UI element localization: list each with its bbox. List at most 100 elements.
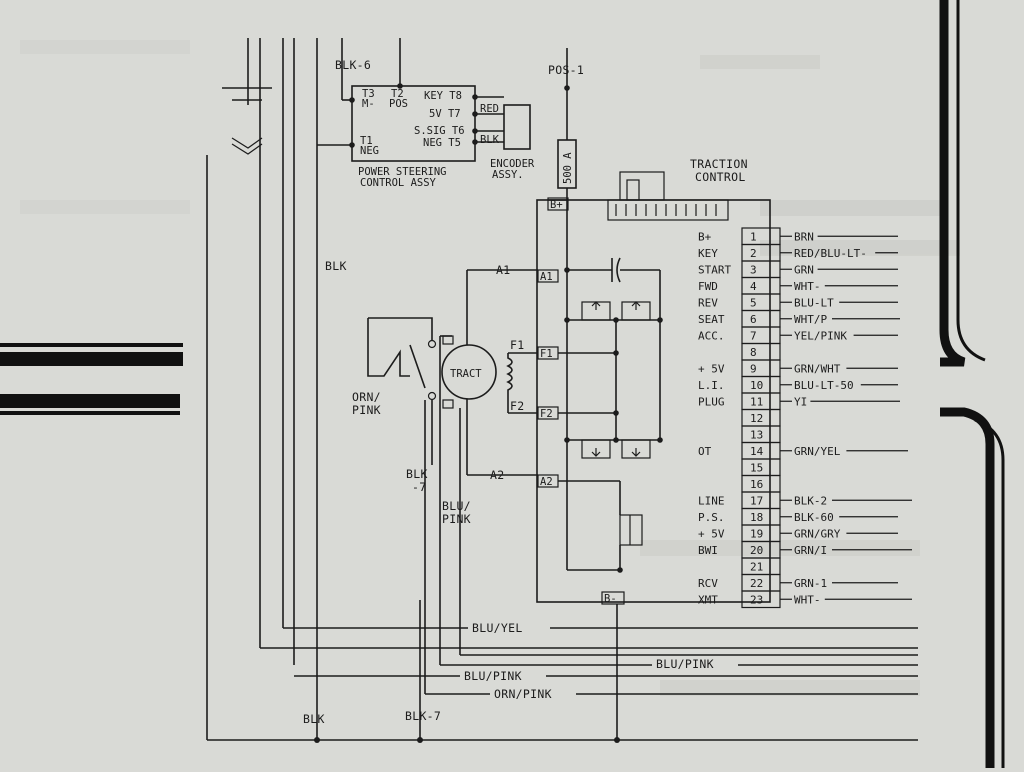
label-t1: T1 [360,135,373,147]
label-blk-left: BLK [325,259,347,273]
wire-label: WHT- [794,593,821,606]
terminal-number: 18 [750,511,763,524]
terminal-function: REV [698,297,718,310]
wire-label: WHT- [794,280,821,293]
label-f2-term: F2 [540,408,553,420]
label-blk6: BLK-6 [335,58,371,72]
bus-labels: BLU/YEL BLU/PINK BLU/PINK ORN/PINK BLK B… [303,620,738,726]
terminal-number: 7 [750,330,757,343]
label-bus-orn-pink: ORN/PINK [494,687,552,701]
terminal-function: BWI [698,544,718,557]
terminal-number: 3 [750,264,757,277]
label-traction-line2: CONTROL [695,170,746,184]
label-bus-blu-pink-left: BLU/PINK [464,669,522,683]
label-blk-enc: BLK [480,134,500,146]
terminal-function: ACC. [698,330,725,343]
battery-symbol [222,87,272,155]
page-border-bracket [939,0,1005,768]
label-red: RED [480,103,499,115]
label-t3: T3 [362,88,375,100]
terminal-number: 17 [750,495,763,508]
terminal-number: 14 [750,445,764,458]
label-ps-assy-line1: POWER STEERING [358,166,447,178]
terminal-function: L.I. [698,379,725,392]
terminal-row: 8 [741,342,781,361]
terminal-number: 16 [750,478,763,491]
terminal-number: 4 [750,280,757,293]
terminal-function: + 5V [698,363,725,376]
terminal-row: 13 [741,425,781,444]
wire-label: RED/BLU-LT- [794,247,867,260]
label-blk7-1: BLK [406,467,428,481]
label-ps-assy-line2: CONTROL ASSY [360,177,437,189]
label-f2-wire: F2 [510,399,524,413]
label-5v-t7: 5V T7 [429,108,461,120]
terminal-function: P.S. [698,511,725,524]
terminal-function: KEY [698,247,718,260]
label-orn-pink-1: ORN/ [352,390,381,404]
wire-label: GRN/WHT [794,362,841,375]
switch-assembly: ORN/ PINK BLK -7 BLU/ PINK BLK [314,259,471,743]
terminal-row: 22 RCV GRN-1 [698,573,898,592]
terminal-number: 9 [750,363,757,376]
terminal-row: 5 REV BLU-LT [698,293,898,312]
label-bottom-blk7: BLK-7 [405,709,441,723]
label-ssig-t6: S.SIG T6 [414,125,465,137]
terminal-function: LINE [698,495,725,508]
terminal-number: 23 [750,594,763,607]
label-tract: TRACT [450,368,482,380]
terminal-number: 11 [750,396,763,409]
terminal-number: 20 [750,544,763,557]
terminal-number: 1 [750,231,757,244]
terminal-function: OT [698,445,712,458]
wire-label: YI [794,395,807,408]
label-bottom-blk: BLK [303,712,325,726]
label-f1-wire: F1 [510,338,524,352]
wire-label: GRN-1 [794,577,827,590]
label-pos: POS [389,98,408,110]
terminal-number: 5 [750,297,757,310]
label-blk7-2: -7 [412,480,426,494]
wire-label: BLU-LT [794,296,834,309]
terminal-function: RCV [698,577,718,590]
terminal-number: 2 [750,247,757,260]
terminal-number: 6 [750,313,757,326]
wire-label: BLU-LT-50 [794,379,854,392]
label-encoder-line2: ASSY. [492,169,524,181]
terminal-number: 10 [750,379,763,392]
label-traction-line1: TRACTION [690,157,748,171]
terminal-number: 15 [750,462,763,475]
label-a1-term: A1 [540,271,553,283]
label-bminus: B- [604,593,617,605]
terminal-function: START [698,264,731,277]
terminal-number: 22 [750,577,763,590]
terminal-row: 10 L.I. BLU-LT-50 [698,375,898,394]
label-a2-term: A2 [540,476,553,488]
label-bus-blu-pink-right: BLU/PINK [656,657,714,671]
terminal-number: 19 [750,528,763,541]
label-pos1: POS-1 [548,63,584,77]
label-a1-wire: A1 [496,263,510,277]
traction-motor: TRACT A1 A2 F1 F2 [441,263,538,482]
terminal-row: 9 + 5V GRN/WHT [698,359,898,378]
power-steering-control-assy: BLK-6 T3 M- T2 POS KEY T8 T1 NEG 5V T7 S… [317,58,504,189]
terminal-row: 4 FWD WHT- [698,276,898,295]
terminal-function: SEAT [698,313,725,326]
terminal-function: FWD [698,280,718,293]
terminal-row: 1B+BRN [698,227,898,246]
traction-control: TRACTION CONTROL B+ B- A1 F1 [536,157,771,743]
label-orn-pink-2: PINK [352,403,381,417]
label-neg-t5: NEG T5 [423,137,461,149]
label-neg: NEG [360,145,379,157]
terminal-row: 12 [741,408,781,427]
wire-label: GRN/YEL [794,445,841,458]
terminal-function: PLUG [698,396,725,409]
